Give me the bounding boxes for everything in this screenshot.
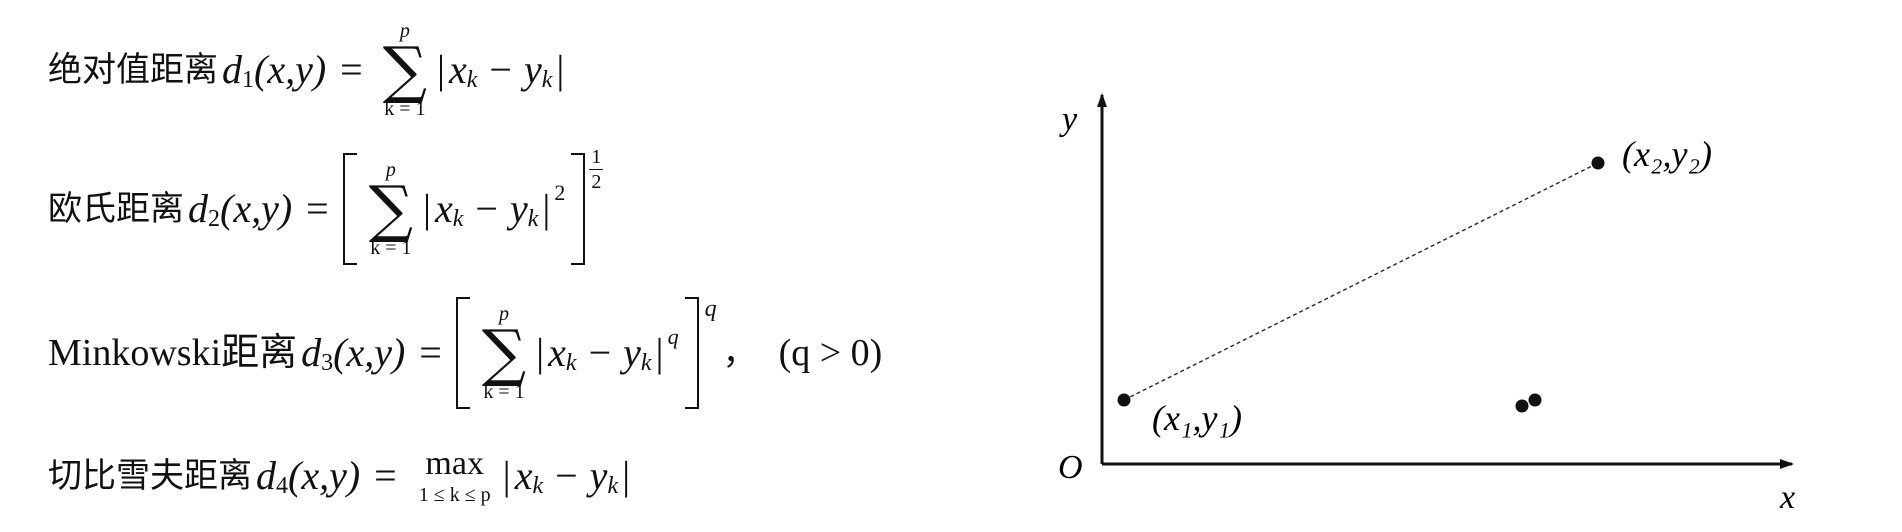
fraction-numerator: 1 (591, 145, 602, 168)
point-2-label: (x₂,y₂) (1622, 134, 1712, 174)
summation: p ∑ k = 1 (383, 21, 427, 120)
x-subscript: k (565, 350, 577, 376)
abs-bar-close: | (556, 47, 565, 92)
abs-bar-open: | (422, 186, 431, 231)
equals-sign: = (340, 47, 363, 92)
x-term: x (514, 453, 533, 498)
outer-exponent: q (704, 296, 717, 322)
function-args: (x,y) (254, 47, 327, 92)
x-subscript: k (452, 206, 464, 232)
distance-diagram: y x O (x₁,y₁) (x₂,y₂) (1058, 93, 1795, 516)
max-word: max (425, 445, 484, 482)
fraction-line (589, 168, 604, 170)
y-term: y (623, 330, 641, 375)
function-symbol: d (188, 186, 208, 231)
abs-bar-open: | (502, 453, 511, 498)
y-subscript: k (527, 206, 539, 232)
left-bracket (455, 297, 470, 409)
comma: ， (722, 333, 757, 373)
sum-upper-limit: p (399, 19, 410, 42)
fraction-denominator: 2 (591, 170, 602, 193)
function-symbol: d (222, 47, 242, 92)
minus-sign: − (475, 186, 498, 231)
left-bracket (342, 153, 357, 265)
summation: p ∑ k = 1 (369, 160, 413, 259)
sum-upper-limit: p (498, 302, 509, 325)
right-bracket (684, 297, 699, 409)
sum-upper-limit: p (385, 158, 396, 181)
abs-bar-close: | (542, 186, 551, 231)
minus-sign: − (555, 453, 578, 498)
right-bracket (571, 153, 586, 265)
minus-sign: − (588, 330, 612, 375)
minus-sign: − (489, 47, 512, 92)
max-lower-limit: 1 ≤ k ≤ p (418, 484, 491, 506)
abs-bar-close: | (622, 453, 631, 498)
y-axis-label: y (1059, 101, 1078, 138)
point-3 (1515, 399, 1529, 413)
function-symbol: d (301, 330, 322, 375)
equals-sign: = (374, 453, 397, 498)
y-subscript: k (541, 67, 553, 93)
formula-name: Minkowski距离 (48, 332, 298, 374)
function-args: (x,y) (288, 453, 361, 498)
sigma-symbol: ∑ (481, 315, 527, 389)
outer-exponent-fraction: 1 2 (589, 145, 604, 193)
sigma-symbol: ∑ (382, 32, 427, 106)
sigma-symbol: ∑ (368, 171, 413, 245)
function-subscript: 4 (276, 473, 288, 499)
point-1 (1117, 393, 1131, 407)
sum-lower-limit: k = 1 (384, 98, 426, 121)
y-subscript: k (640, 350, 652, 376)
dashed-connector (1123, 162, 1599, 401)
function-args: (x,y) (333, 330, 406, 375)
sum-lower-limit: k = 1 (370, 237, 412, 260)
x-term: x (435, 186, 453, 231)
abs-bar-close: | (655, 330, 664, 375)
sum-lower-limit: k = 1 (483, 381, 525, 404)
point-2 (1591, 156, 1605, 170)
point-1-label: (x₁,y₁) (1152, 398, 1242, 438)
x-subscript: k (466, 67, 478, 93)
point-4 (1528, 393, 1542, 407)
abs-bar-open: | (436, 47, 445, 92)
x-axis-label: x (1779, 479, 1795, 516)
origin-label: O (1058, 449, 1083, 486)
formula-name: 绝对值距离 (48, 50, 218, 90)
x-term: x (449, 47, 467, 92)
condition: (q > 0) (778, 332, 883, 374)
inner-power: q (667, 324, 679, 349)
x-term: x (548, 330, 566, 375)
formula-name: 切比雪夫距离 (48, 456, 252, 496)
equals-sign: = (306, 186, 329, 231)
function-subscript: 1 (242, 67, 254, 93)
y-term: y (589, 453, 608, 498)
function-symbol: d (256, 453, 276, 498)
y-term: y (509, 186, 528, 231)
y-term: y (523, 47, 542, 92)
max-operator: max 1 ≤ k ≤ p (418, 445, 491, 506)
abs-bar-open: | (536, 330, 545, 375)
inner-power: 2 (554, 180, 566, 205)
y-subscript: k (607, 473, 619, 499)
function-subscript: 2 (208, 206, 220, 232)
formula-name: 欧氏距离 (48, 189, 184, 229)
function-subscript: 3 (321, 350, 334, 376)
equals-sign: = (419, 330, 442, 375)
summation: p ∑ k = 1 (482, 304, 526, 403)
x-subscript: k (532, 473, 544, 499)
function-args: (x,y) (220, 186, 293, 231)
